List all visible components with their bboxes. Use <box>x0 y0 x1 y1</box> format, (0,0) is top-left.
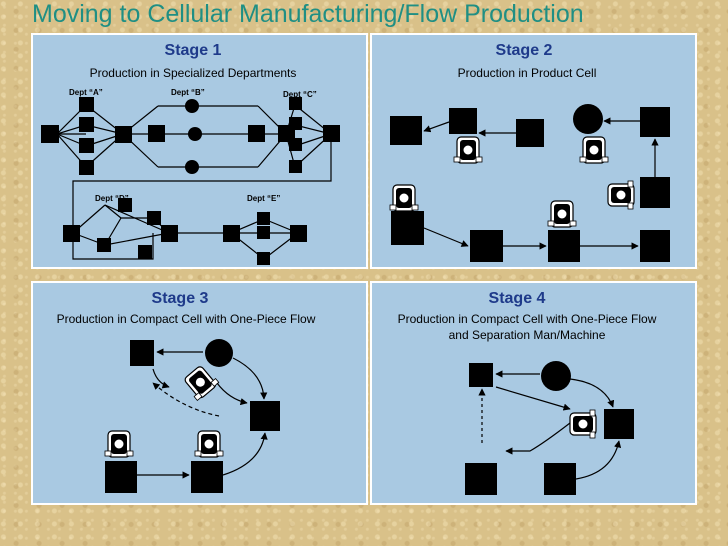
slide-title: Moving to Cellular Manufacturing/Flow Pr… <box>32 0 584 28</box>
stage-1-panel: Stage 1 Production in Specialized Depart… <box>31 33 368 269</box>
stage-1-heading: Stage 1 <box>165 42 222 59</box>
dept-a-label: Dept “A” <box>69 88 103 97</box>
stage-4-panel: Stage 4 Production in Compact Cell with … <box>370 281 697 505</box>
stage-3-heading: Stage 3 <box>152 290 209 307</box>
stage-1-machines <box>41 97 340 265</box>
dept-b-label: Dept “B” <box>171 88 205 97</box>
stage-2-flow-arrows <box>423 117 659 250</box>
stage-4-operators <box>569 409 597 439</box>
stage-2-panel: Stage 2 Production in Product Cell <box>370 33 697 269</box>
stage-4-machines <box>465 361 634 495</box>
stage-2-subtitle: Production in Product Cell <box>458 66 597 80</box>
dept-d-label: Dept “D” <box>95 194 129 203</box>
stage-2-operators <box>389 136 635 228</box>
stage-3-flow-arrows <box>137 348 268 479</box>
stage-3-machines <box>105 339 280 493</box>
stage-1-subtitle: Production in Specialized Departments <box>90 66 297 80</box>
stage-2-machines <box>390 104 670 262</box>
stage-2-heading: Stage 2 <box>496 42 553 59</box>
stage-4-flow-arrows <box>478 370 622 480</box>
stage-3-subtitle: Production in Compact Cell with One-Piec… <box>57 312 316 326</box>
stage-3-panel: Stage 3 Production in Compact Cell with … <box>31 281 368 505</box>
stage-4-subtitle-line2: and Separation Man/Machine <box>449 328 606 342</box>
stage-3-operators <box>104 362 224 458</box>
stage-4-subtitle-line1: Production in Compact Cell with One-Piec… <box>398 312 657 326</box>
stage-4-heading: Stage 4 <box>489 290 546 307</box>
dept-c-label: Dept “C” <box>283 90 317 99</box>
dept-e-label: Dept “E” <box>247 194 280 203</box>
